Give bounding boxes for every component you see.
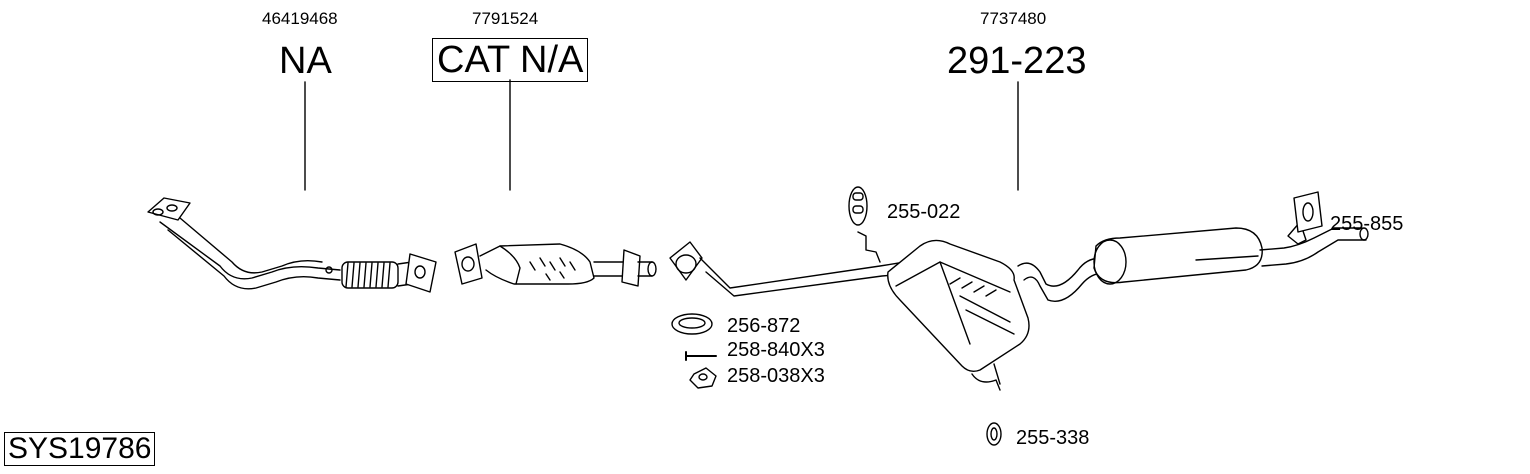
gasket-icon-256-872 [671,313,713,335]
part-label-256-872: 256-872 [727,315,801,337]
label-rear-section: 291-223 [947,40,1087,82]
nut-icon-258-038x3 [689,367,717,389]
front-pipe [147,197,437,293]
part-label-255-338: 255-338 [1016,427,1090,449]
label-catalytic-converter: CAT N/A [432,38,589,82]
part-label-255-855: 255-855 [1330,213,1404,235]
oem-number-rear-section: 7737480 [980,9,1047,28]
part-label-255-022: 255-022 [887,201,961,223]
oem-number-front-pipe: 46419468 [262,9,338,28]
rear-silencer [1093,221,1369,285]
bolt-icon-258-840x3 [685,351,717,361]
part-label-258-840x3: 258-840X3 [727,339,825,361]
center-silencer [669,231,1111,391]
rubber-hanger-icon-255-855 [1293,191,1323,233]
clamp-ring-icon-255-338 [986,422,1002,446]
label-front-pipe: NA [279,40,332,82]
rubber-hanger-icon-255-022 [848,186,868,226]
system-id-box: SYS19786 [4,432,156,466]
catalytic-converter [454,243,657,287]
oem-number-catalytic-converter: 7791524 [472,9,539,28]
part-label-258-038x3: 258-038X3 [727,365,825,387]
